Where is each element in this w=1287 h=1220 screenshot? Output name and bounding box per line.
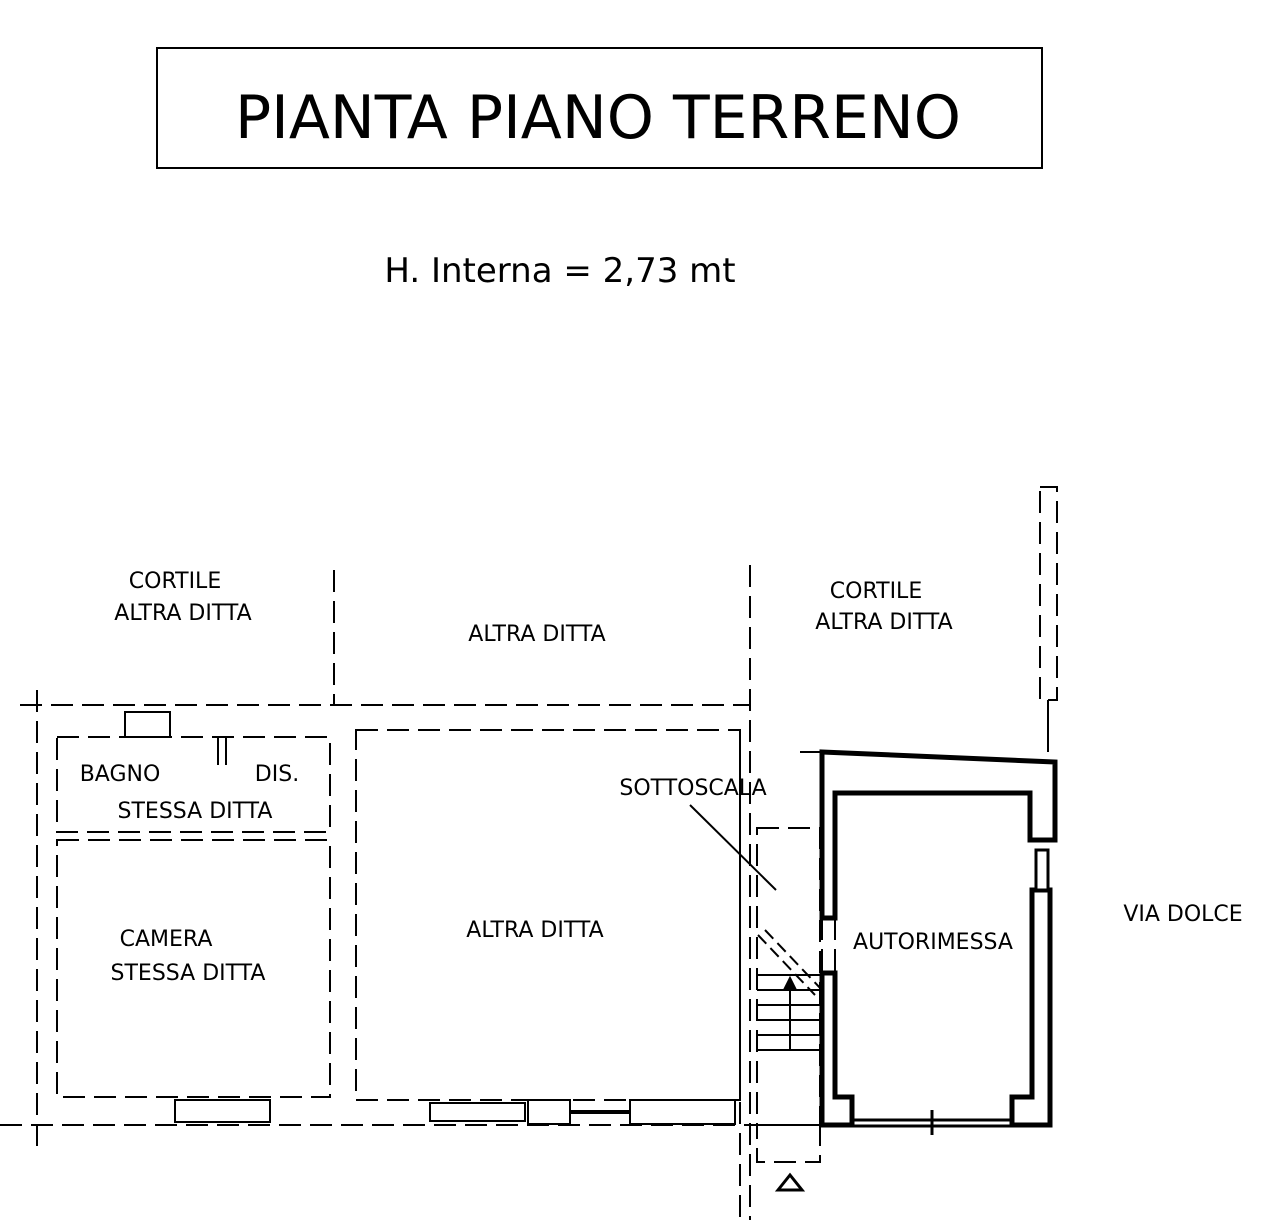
bagno-owner-label: STESSA DITTA xyxy=(118,799,273,824)
camera-owner-label: STESSA DITTA xyxy=(111,961,266,986)
bagno-label: BAGNO xyxy=(80,762,161,787)
staircase xyxy=(689,804,823,1051)
garage-walls xyxy=(819,749,1058,1135)
cortile-left-label-1: CORTILE xyxy=(129,569,221,594)
bagno-outline xyxy=(56,736,331,833)
altra-ditta-mid-label: ALTRA DITTA xyxy=(466,918,603,943)
autorimessa-label: AUTORIMESSA xyxy=(853,930,1013,955)
street-label: VIA DOLCE xyxy=(1123,902,1242,927)
camera-label: CAMERA xyxy=(120,927,213,952)
entrance-arrow-icon xyxy=(774,1172,806,1192)
cortile-left-label-2: ALTRA DITTA xyxy=(114,601,251,626)
plan-title: PIANTA PIANO TERRENO xyxy=(235,83,961,153)
doors xyxy=(124,711,736,1125)
internal-height: H. Interna = 2,73 mt xyxy=(384,251,735,291)
sottoscala-label: SOTTOSCALA xyxy=(619,776,766,801)
cortile-right-label-1: CORTILE xyxy=(830,579,922,604)
cortile-right-label-2: ALTRA DITTA xyxy=(815,610,952,635)
title-box xyxy=(156,47,1043,169)
altra-ditta-top-label: ALTRA DITTA xyxy=(468,622,605,647)
camera-outline xyxy=(56,839,331,1098)
dis-label: DIS. xyxy=(255,762,299,787)
